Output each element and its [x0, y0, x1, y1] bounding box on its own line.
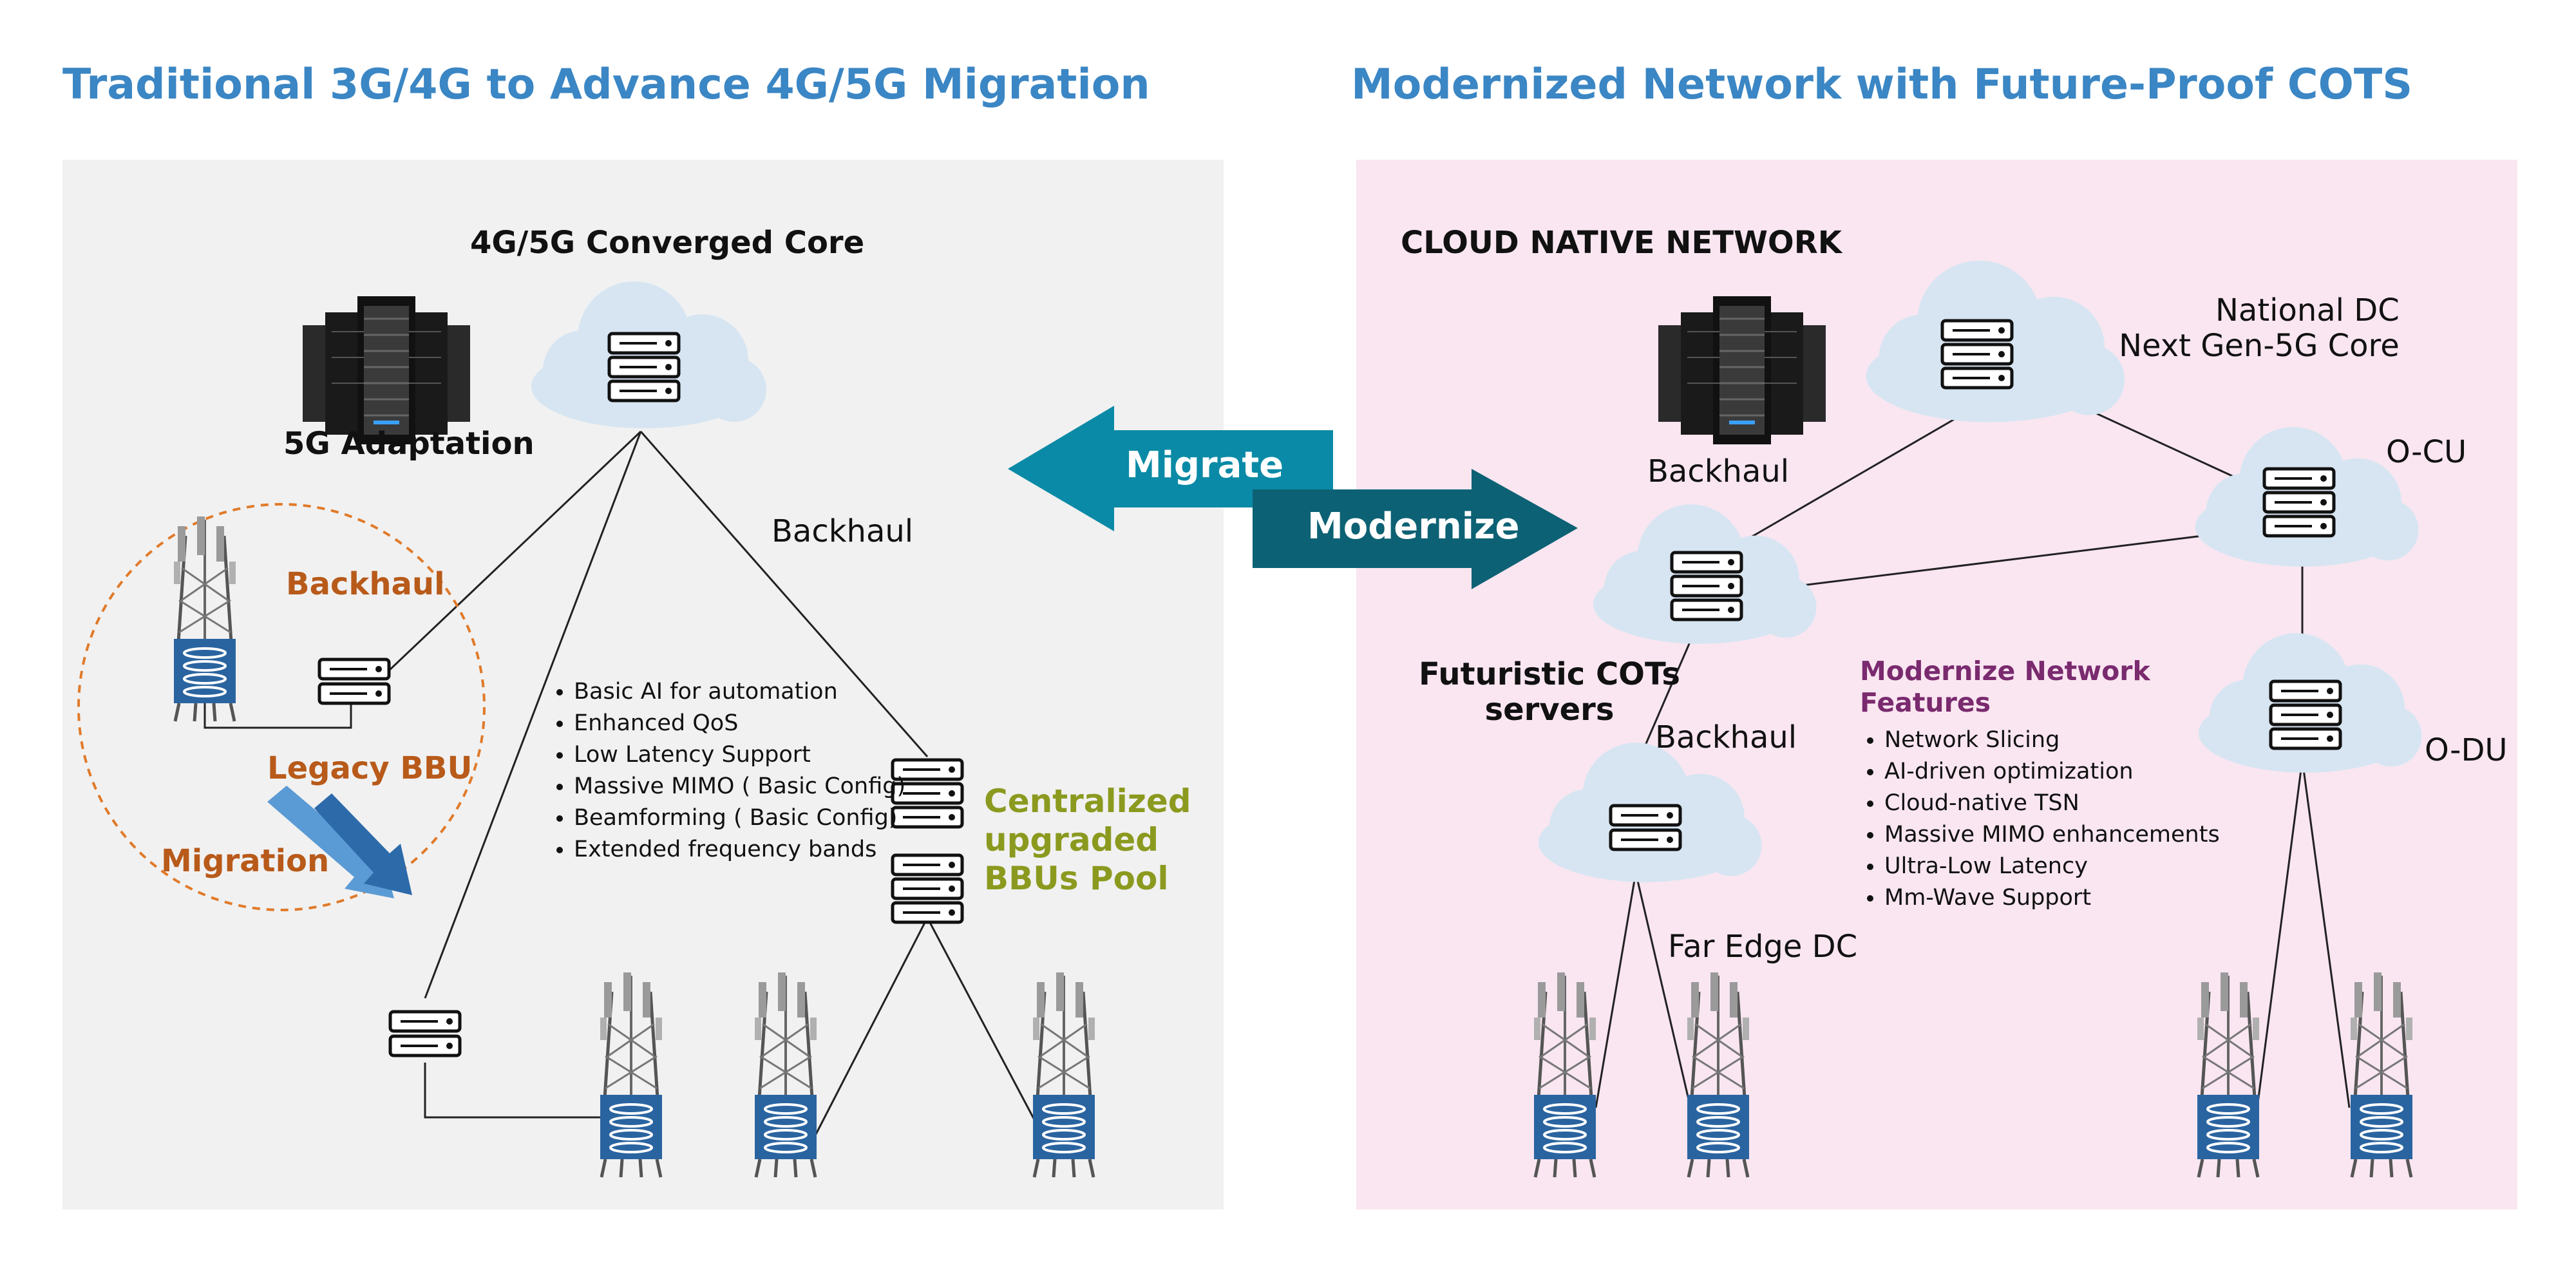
cots-line-1: Futuristic COTs	[1419, 656, 1680, 692]
bbu-pool-line-3: BBUs Pool	[984, 860, 1169, 897]
ocu-label: O-CU	[2386, 434, 2467, 470]
features-title-line-1: Modernize Network	[1860, 656, 2150, 687]
ocu-cloud	[2195, 427, 2419, 567]
modernize-label: Modernize	[1307, 506, 1520, 547]
left-title: Traditional 3G/4G to Advance 4G/5G Migra…	[62, 61, 1150, 109]
bbu-pool-label: Centralized upgraded BBUs Pool	[984, 782, 1191, 898]
national-dc-line-2: Next Gen-5G Core	[2119, 328, 2400, 365]
legacy-tower	[174, 516, 236, 721]
rack-servers-left	[301, 295, 471, 446]
list-item: Low Latency Support	[574, 739, 905, 771]
adaptation-label: 5G Adaptation	[283, 426, 535, 462]
backhaul-orange-label: Backhaul	[286, 566, 445, 602]
migration-dashed-circle	[77, 503, 486, 911]
left-feature-list: Basic AI for automation Enhanced QoS Low…	[551, 676, 905, 866]
odu-cloud	[2198, 633, 2422, 773]
cots-cloud	[1593, 504, 1817, 644]
far-edge-label: Far Edge DC	[1668, 929, 1858, 965]
legacy-bbu-server	[319, 659, 389, 703]
list-item: Cloud-native TSN	[1884, 788, 2220, 819]
cots-label: Futuristic COTs servers	[1419, 656, 1680, 728]
list-item: Beamforming ( Basic Config)	[574, 802, 905, 834]
national-dc-line-1: National DC	[2215, 292, 2400, 328]
bottom-bbu-server	[390, 1012, 460, 1056]
list-item: Mm-Wave Support	[1884, 882, 2220, 914]
migrate-arrow	[1008, 406, 1333, 531]
national-dc-cloud	[1866, 260, 2125, 422]
migration-label: Migration	[161, 843, 330, 879]
migrate-label: Migrate	[1126, 444, 1284, 486]
legacy-bbu-label: Legacy BBU	[267, 750, 473, 786]
odu-label: O-DU	[2425, 732, 2508, 768]
core-cloud	[531, 281, 766, 428]
modernize-arrow	[1253, 469, 1578, 589]
right-connection-lines	[1595, 408, 2351, 1108]
backhaul-top-label: Backhaul	[1647, 453, 1790, 489]
national-dc-label: National DC Next Gen-5G Core	[2119, 292, 2400, 365]
features-title: Modernize Network Features	[1860, 656, 2150, 719]
rack-servers-right	[1657, 295, 1827, 446]
list-item: Network Slicing	[1884, 724, 2220, 756]
backhaul-mid-label: Backhaul	[1655, 719, 1797, 755]
list-item: Basic AI for automation	[574, 676, 905, 708]
bbu-pool-line-2: upgraded	[984, 821, 1159, 858]
right-title: Modernized Network with Future-Proof COT…	[1351, 61, 2413, 109]
right-feature-list: Network Slicing AI-driven optimization C…	[1861, 724, 2220, 914]
list-item: Extended frequency bands	[574, 834, 905, 866]
features-title-line-2: Features	[1860, 687, 1991, 719]
list-item: AI-driven optimization	[1884, 756, 2220, 788]
backhaul-label-left: Backhaul	[772, 513, 914, 549]
core-label: 4G/5G Converged Core	[470, 225, 865, 261]
cloud-native-label: CLOUD NATIVE NETWORK	[1401, 225, 1842, 261]
list-item: Enhanced QoS	[574, 708, 905, 739]
cots-line-2: servers	[1484, 692, 1615, 728]
list-item: Massive MIMO ( Basic Config)	[574, 771, 905, 802]
far-edge-cloud	[1538, 743, 1762, 882]
bbu-pool-line-1: Centralized	[984, 782, 1191, 820]
left-connection-lines	[204, 430, 1045, 1137]
list-item: Massive MIMO enhancements	[1884, 819, 2220, 851]
list-item: Ultra-Low Latency	[1884, 851, 2220, 882]
migration-arrow-icon	[267, 786, 412, 898]
